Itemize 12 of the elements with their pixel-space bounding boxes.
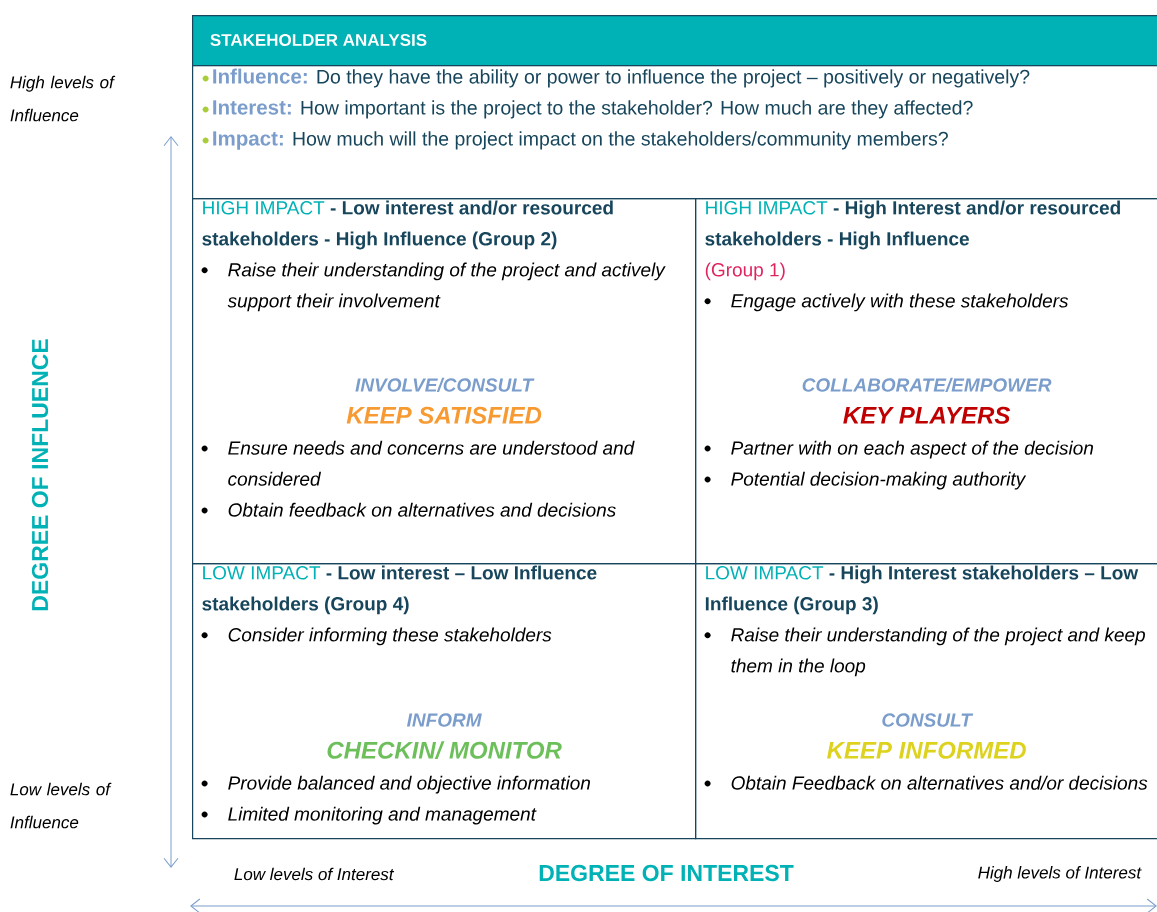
intro-box: Influence: Do they have the ability or power to influence the project – positively or negatively? Interest: How important is the project to the stakeholder? How much are they affected? Impact: How much will the project impact on the stakeholders/community members? (192, 65, 1157, 200)
quadrant-cell: LOW IMPACT - High Interest stakeholders – Low Influence (Group 3) Raise their understanding of the project and keep them in the loop CONSULT KEEP INFORMED Obtain Feedback on alternatives and/or decisions (695, 563, 1157, 840)
axis-label: Low levels of Influence (10, 782, 112, 829)
axis-label: High levels of Influence (10, 75, 116, 122)
quadrant-cell: HIGH IMPACT - Low interest and/or resourced stakeholders - High Influence (Group 2) Raise their understanding of the project and actively support their involvement INVOLVE/CONSULT KEEP SATISFIED Ensure needs and concerns are understood and considered Obtain feedback on alternatives and decisions (192, 198, 697, 565)
axis-title: DEGREE OF INFLUENCE (31, 339, 49, 611)
axis-label: Low levels of Interest (234, 867, 395, 881)
axis-label: High levels of Interest (978, 866, 1142, 882)
quadrant-cell: LOW IMPACT - Low interest – Low Influence stakeholders (Group 4) Consider informing these stakeholders INFORM CHECKIN/ MONITOR Provide balanced and objective information Limited monitoring and management (192, 563, 697, 840)
title-band: STAKEHOLDER ANALYSIS (192, 15, 1157, 67)
axis-title: DEGREE OF INTEREST (539, 864, 794, 882)
quadrant-cell: HIGH IMPACT - High Interest and/or resourced stakeholders - High Influence (Group 1) Engage actively with these stakeholders COLLABORATE/EMPOWER KEY PLAYERS Partner with on each aspect of the decision Potential decision-making authority (695, 198, 1157, 565)
